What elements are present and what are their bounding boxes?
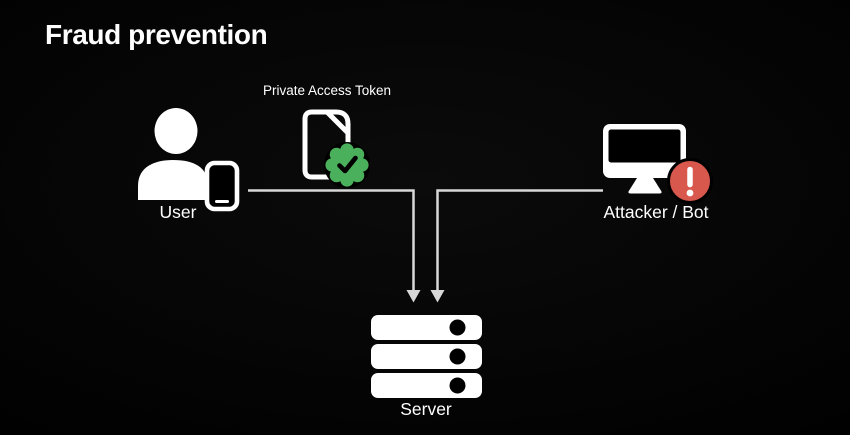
- person-icon: [138, 108, 208, 200]
- desktop-computer-icon: [603, 124, 713, 204]
- checkmark-seal-icon: [324, 142, 370, 188]
- user-label: User: [159, 202, 197, 222]
- arrowhead-attacker-to-server: [430, 290, 445, 303]
- server-stack-icon: [371, 315, 482, 398]
- exclamation-badge-icon: [667, 158, 713, 204]
- page-title: Fraud prevention: [45, 19, 268, 50]
- server-label: Server: [400, 399, 452, 419]
- arrowhead-user-to-server: [406, 290, 421, 303]
- private-access-token-label: Private Access Token: [262, 83, 392, 98]
- connector-attacker-to-server: [436, 189, 603, 292]
- document-icon: [302, 109, 370, 188]
- connector-user-to-server: [248, 189, 415, 292]
- phone-icon: [204, 160, 240, 212]
- attacker-label: Attacker / Bot: [603, 202, 709, 222]
